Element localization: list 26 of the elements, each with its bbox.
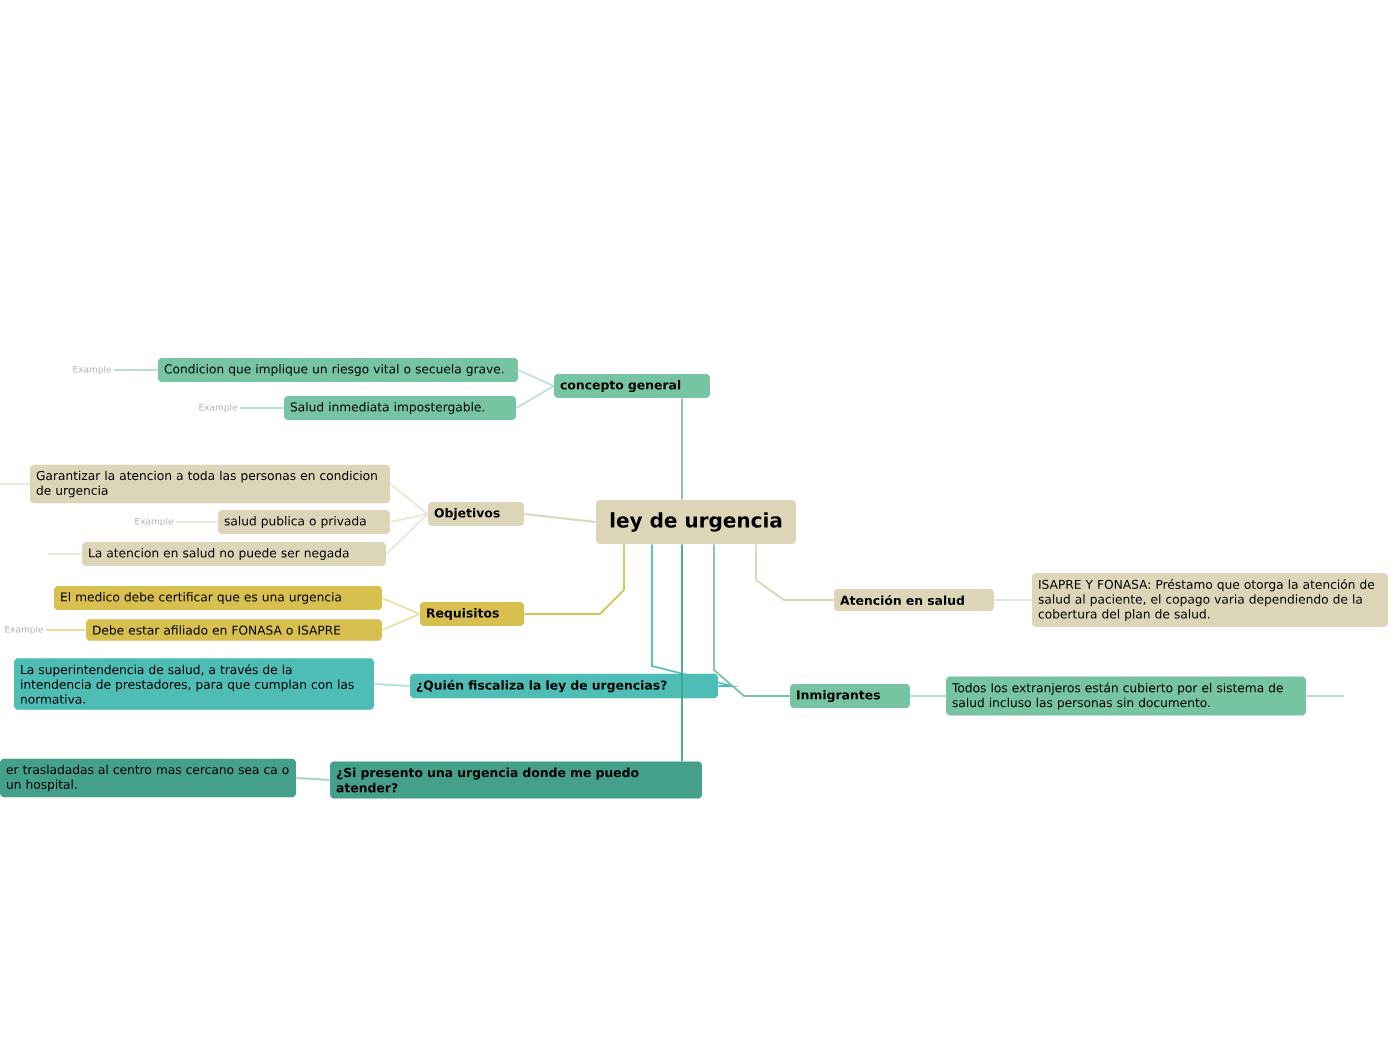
connector-line — [681, 397, 683, 501]
connector-line — [381, 613, 421, 631]
connector-line — [523, 543, 625, 615]
connector-line — [517, 369, 555, 387]
central-topic-box: ley de urgencia — [596, 500, 796, 544]
connector-line — [909, 695, 947, 697]
connector-line — [45, 629, 87, 631]
connector-line — [993, 599, 1033, 601]
connector-line — [113, 369, 159, 371]
connector-line — [0, 483, 31, 485]
connector-line — [47, 553, 83, 555]
connector-line — [713, 543, 791, 697]
connector-line — [755, 543, 835, 601]
connector-line — [523, 513, 597, 523]
connector-line — [373, 683, 411, 687]
connector-line — [515, 385, 555, 409]
connector-line — [295, 777, 331, 781]
connector-line — [385, 513, 429, 555]
connector-line — [239, 407, 285, 409]
connector-line — [381, 597, 421, 615]
connector-line — [1305, 695, 1345, 697]
connector-line — [651, 543, 740, 687]
connector-line — [389, 483, 429, 515]
connector-line — [681, 543, 683, 763]
connector-line — [175, 521, 219, 523]
connector-line — [389, 513, 429, 523]
